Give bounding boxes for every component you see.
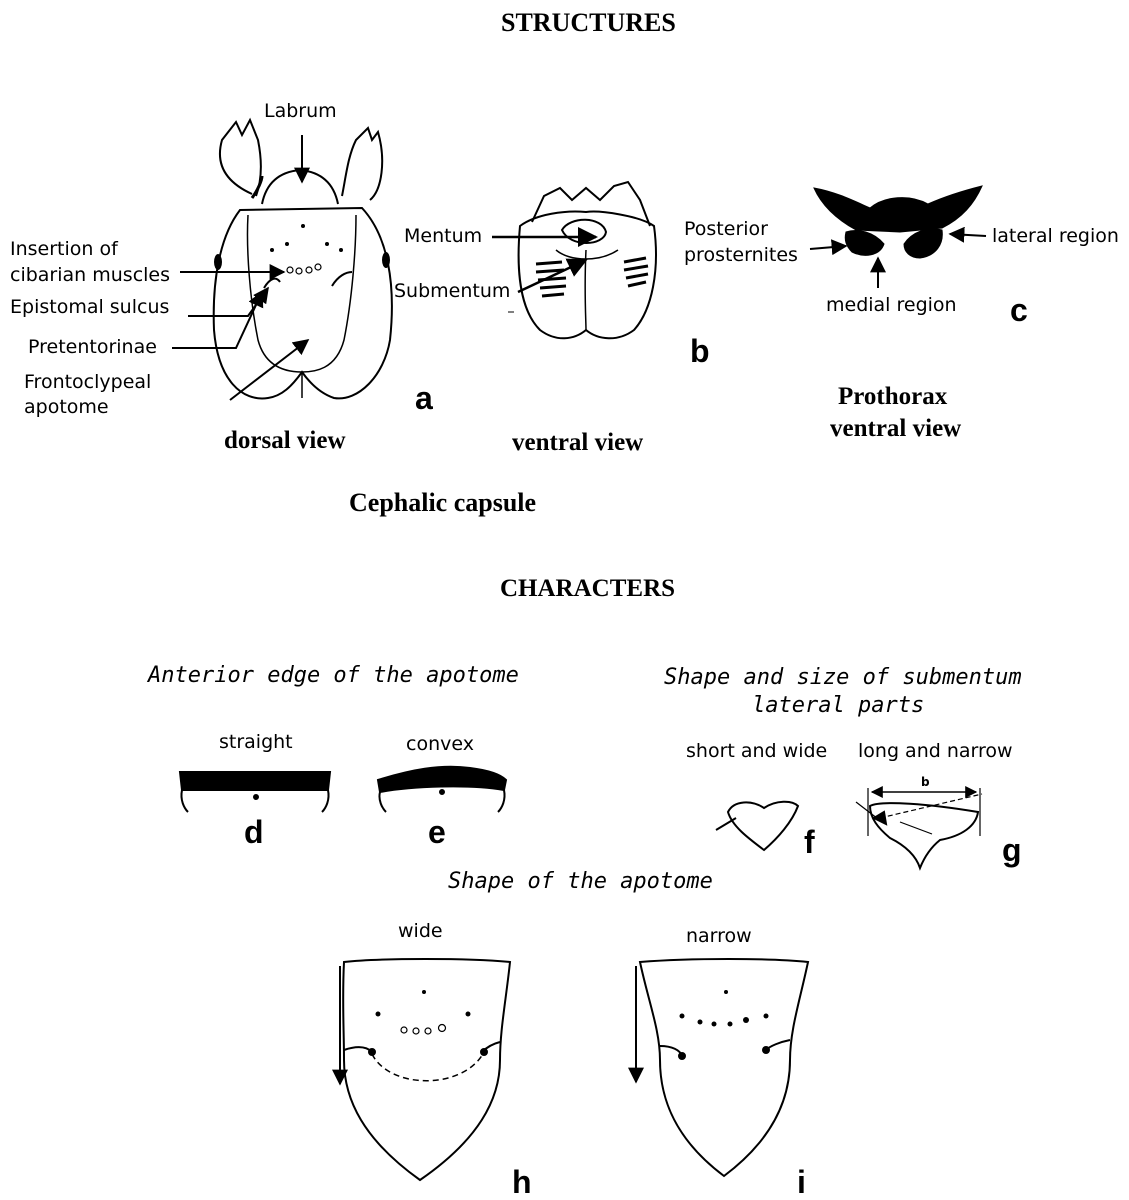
cephalic-capsule-caption: Cephalic capsule <box>349 490 536 516</box>
figure-letter-c: c <box>1010 294 1028 326</box>
frontoclypeal-label-line2: apotome <box>24 398 109 417</box>
convex-label: convex <box>406 735 474 754</box>
long-narrow-drawing <box>856 788 982 868</box>
narrow-label: narrow <box>686 927 752 946</box>
characters-title: CHARACTERS <box>500 576 675 601</box>
dimension-b-label: b <box>921 776 930 788</box>
wide-apotome-drawing <box>340 959 510 1180</box>
frontoclypeal-label-line1: Frontoclypeal <box>24 373 151 392</box>
medial-region-label: medial region <box>826 296 957 315</box>
head-dorsal-drawing <box>172 120 392 400</box>
figure-letter-d: d <box>244 816 264 848</box>
mentum-label: Mentum <box>404 227 482 246</box>
figure-letter-a: a <box>415 382 433 414</box>
epistomal-sulcus-label: Epistomal sulcus <box>10 298 169 317</box>
prothorax-caption-line1: Prothorax <box>838 384 947 409</box>
submentum-label: Submentum <box>394 282 510 301</box>
anterior-edge-title: Anterior edge of the apotome <box>148 665 519 687</box>
posterior-prosternites-label-line1: Posterior <box>684 220 768 239</box>
straight-label: straight <box>219 733 293 752</box>
submentum-shape-title-line2: lateral parts <box>752 695 924 717</box>
head-ventral-drawing <box>492 182 656 338</box>
figure-letter-e: e <box>428 816 446 848</box>
ventral-view-caption: ventral view <box>512 430 643 455</box>
figure-letter-i: i <box>797 1166 806 1198</box>
dorsal-view-caption: dorsal view <box>224 428 346 453</box>
lateral-region-label: lateral region <box>992 227 1119 246</box>
apotome-shape-title: Shape of the apotome <box>448 871 713 893</box>
insertion-label-line2: cibarian muscles <box>10 266 170 285</box>
figure-letter-h: h <box>512 1166 532 1198</box>
prothorax-caption-line2: ventral view <box>830 416 961 441</box>
long-and-narrow-label: long and narrow <box>858 742 1013 761</box>
wide-label: wide <box>398 922 443 941</box>
short-wide-drawing <box>716 802 798 850</box>
prothorax-drawing <box>810 186 986 288</box>
narrow-apotome-drawing <box>636 959 808 1176</box>
figure-letter-f: f <box>804 826 815 858</box>
convex-edge-drawing <box>378 767 506 812</box>
short-and-wide-label: short and wide <box>686 742 827 761</box>
pretentorinae-label: Pretentorinae <box>28 338 157 357</box>
structures-title: STRUCTURES <box>501 10 676 36</box>
insertion-label-line1: Insertion of <box>10 240 118 259</box>
straight-edge-drawing <box>180 772 330 812</box>
labrum-label: Labrum <box>264 102 337 121</box>
submentum-shape-title-line1: Shape and size of submentum <box>664 667 1022 689</box>
posterior-prosternites-label-line2: prosternites <box>684 246 798 265</box>
figure-letter-b: b <box>690 335 710 367</box>
figure-letter-g: g <box>1002 834 1022 866</box>
